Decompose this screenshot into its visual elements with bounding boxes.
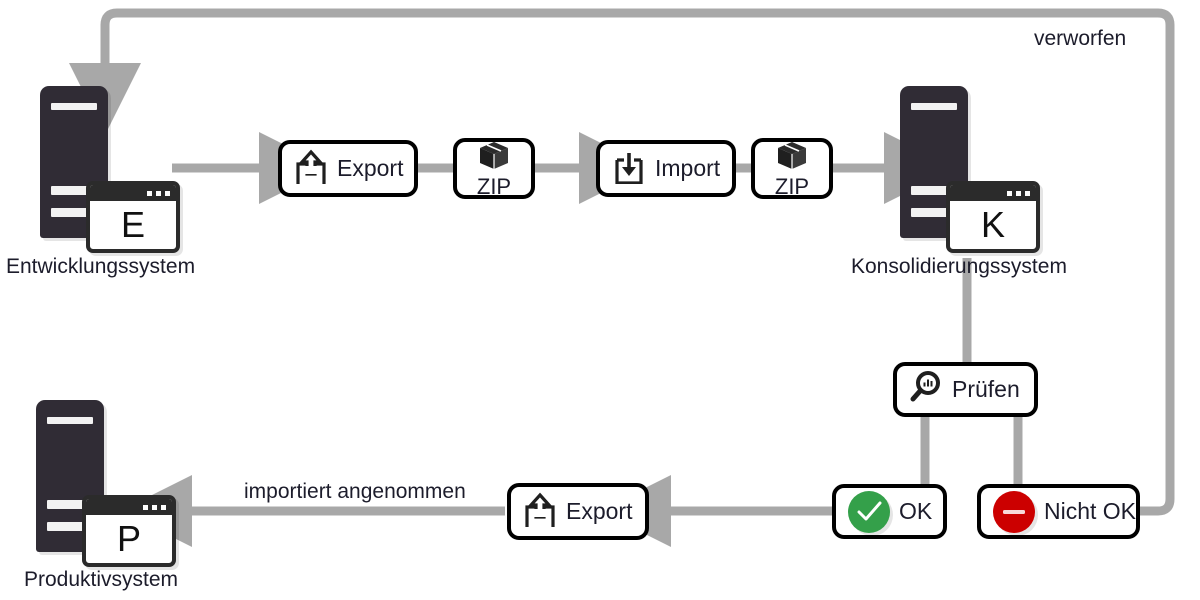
system-window-icon: K [946,181,1040,253]
upload-icon [294,148,328,189]
server-slot [47,522,103,531]
node-label: Nicht OK [1044,498,1137,524]
node-label: Import [655,155,721,181]
node-nicht-ok[interactable]: Nicht OK [977,484,1140,539]
server-vent [51,103,97,110]
node-ok[interactable]: OK [832,484,947,539]
node-zip-2[interactable]: ZIP [751,138,833,199]
caption-produktivsystem: Produktivsystem [24,568,179,591]
check-circle-icon [848,490,890,533]
server-vent [911,103,957,110]
window-titlebar [950,185,1036,201]
minus-circle-icon [993,490,1035,533]
system-window-icon: P [82,495,176,567]
node-label: Prüfen [952,376,1020,402]
package-icon [776,141,808,176]
window-titlebar [86,499,172,515]
node-label: ZIP [476,174,512,199]
caption-entwicklungssystem: Entwicklungssystem [6,255,196,278]
system-letter: E [120,204,145,245]
node-label: ZIP [774,174,810,199]
node-label: Export [337,155,404,181]
package-icon [478,141,510,176]
system-window-icon: E [86,181,180,253]
node-pruefen[interactable]: Prüfen [893,362,1038,417]
node-label: OK [899,498,933,524]
server-slot [51,208,107,217]
server-slot [47,500,103,509]
upload-icon [523,491,557,532]
edge-label-verworfen: verworfen [1030,27,1131,51]
node-import[interactable]: Import [596,140,736,197]
edge-verworfen-loop [69,8,1175,516]
edge-label-importiert-angenommen: importiert angenommen [240,480,470,504]
node-label: Export [566,498,633,524]
node-export-top[interactable]: Export [278,140,418,197]
download-icon [612,148,646,189]
server-slot [51,186,107,195]
system-entwicklungssystem[interactable]: E [40,86,180,253]
server-vent [47,417,93,424]
system-letter: P [116,518,141,559]
caption-konsolidierungssystem: Konsolidierungssystem [851,255,1067,278]
node-export-bottom[interactable]: Export [507,483,649,540]
window-titlebar [90,185,176,201]
system-konsolidierungssystem[interactable]: K [900,86,1040,253]
node-zip-1[interactable]: ZIP [453,138,535,199]
magnifier-chart-icon [909,370,943,409]
server-slot [911,208,967,217]
system-produktivsystem[interactable]: P [36,400,176,567]
system-letter: K [980,204,1005,245]
